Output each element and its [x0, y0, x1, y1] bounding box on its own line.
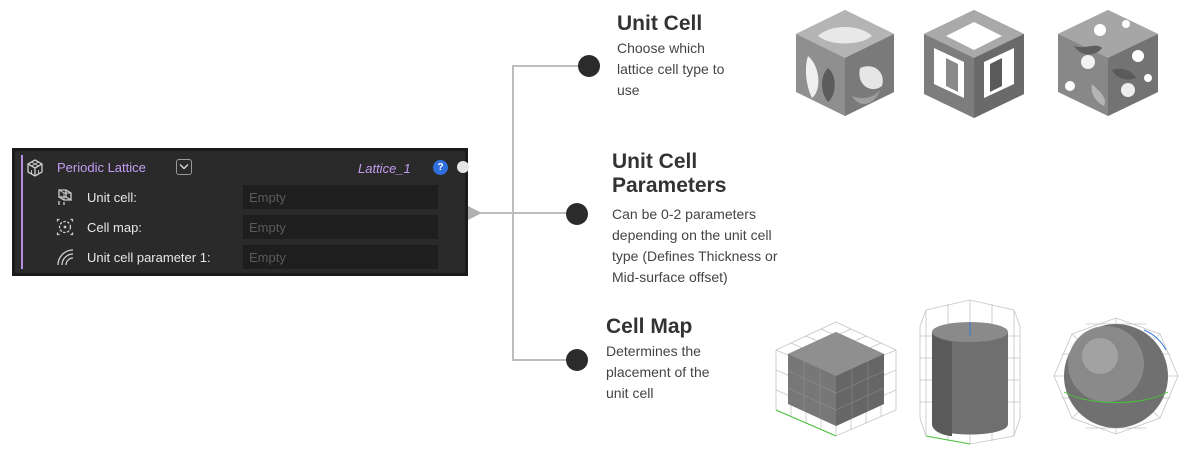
lattice-cube-icon	[27, 159, 43, 177]
bullet-unit-cell-parameters	[566, 203, 588, 225]
desc-line: lattice cell type to	[617, 61, 725, 77]
cubic-strut-cell-image	[924, 10, 1024, 118]
row-unit-cell: Unit cell:	[51, 184, 451, 210]
unit-cell-parameter-1-label: Unit cell parameter 1:	[87, 250, 211, 265]
cell-map-heading: Cell Map	[606, 315, 693, 338]
cell-map-input[interactable]	[243, 215, 438, 239]
desc-line: type (Defines Thickness or	[612, 248, 778, 264]
unit-cell-parameters-heading: Unit Cell Parameters	[612, 150, 726, 198]
diamond-tpms-cell-image	[1058, 10, 1158, 116]
bullet-unit-cell	[578, 55, 600, 77]
panel-title: Periodic Lattice	[57, 160, 146, 175]
row-cell-map: Cell map:	[51, 214, 451, 240]
cell-map-icon	[56, 218, 74, 236]
bullet-cell-map	[566, 349, 588, 371]
unit-cell-input[interactable]	[243, 185, 438, 209]
cell-map-label: Cell map:	[87, 220, 142, 235]
periodic-lattice-panel: Periodic Lattice Lattice_1 ? Unit cell: …	[12, 148, 469, 276]
unit-cell-description: Choose which lattice cell type to use	[617, 38, 724, 101]
panel-dropdown-button[interactable]	[176, 159, 192, 175]
parameter-icon	[57, 249, 74, 266]
desc-line: unit cell	[606, 385, 654, 401]
unit-cell-label: Unit cell:	[87, 190, 137, 205]
unit-cell-icon	[58, 189, 72, 205]
desc-line: Can be 0-2 parameters	[612, 206, 756, 222]
sphere-cell-map-image	[1053, 317, 1179, 435]
unit-cell-parameter-1-input[interactable]	[243, 245, 438, 269]
unit-cell-parameters-description: Can be 0-2 parameters depending on the u…	[612, 204, 777, 288]
desc-line: Choose which	[617, 40, 705, 56]
status-indicator-dot[interactable]	[457, 161, 469, 173]
row-unit-cell-parameter-1: Unit cell parameter 1:	[51, 244, 451, 270]
panel-accent-bar	[21, 155, 23, 269]
cylinder-cell-map-image	[919, 299, 1021, 445]
instance-name[interactable]: Lattice_1	[358, 161, 411, 176]
desc-line: Mid-surface offset)	[612, 269, 728, 285]
gyroid-cell-image	[796, 10, 894, 116]
panel-header: Periodic Lattice Lattice_1 ?	[25, 157, 469, 179]
cube-cell-map-image	[775, 321, 897, 437]
heading-line: Unit Cell	[612, 150, 698, 173]
heading-line: Parameters	[612, 174, 727, 197]
cell-map-description: Determines the placement of the unit cel…	[606, 341, 710, 404]
desc-line: use	[617, 82, 640, 98]
desc-line: Determines the	[606, 343, 701, 359]
unit-cell-heading: Unit Cell	[617, 12, 703, 35]
help-button[interactable]: ?	[433, 160, 448, 175]
desc-line: placement of the	[606, 364, 710, 380]
chevron-down-icon	[179, 163, 189, 170]
desc-line: depending on the unit cell	[612, 227, 772, 243]
